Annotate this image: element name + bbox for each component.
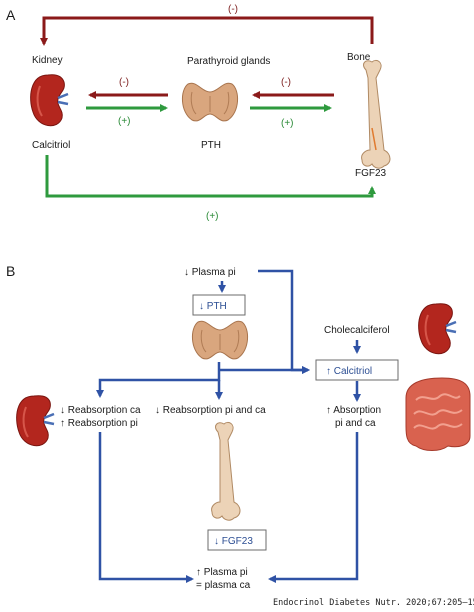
label-pth: PTH (201, 140, 221, 151)
fgf23-box: ↓ FGF23 (207, 529, 267, 551)
label-gut-effect-1: ↑ Absorption (326, 405, 381, 416)
calcitriol-box-label: ↑ Calcitriol (326, 366, 372, 377)
label-result-plasma-pi: ↑ Plasma pi (196, 567, 248, 578)
label-kidney: Kidney (32, 55, 63, 66)
label-parathyroid-glands: Parathyroid glands (187, 56, 270, 67)
bone-femur-icon-b (211, 421, 241, 521)
fgf23-box-label: ↓ FGF23 (214, 536, 253, 547)
label-bone: Bone (347, 52, 371, 63)
label-plasma-pi-low: ↓ Plasma pi (184, 267, 236, 278)
kidney-icon-b-left (16, 395, 55, 447)
sign-kidney-to-pth: (+) (118, 116, 131, 127)
label-gut-effect-2: pi and ca (335, 418, 376, 429)
parathyroid-glands-icon (182, 82, 238, 122)
parathyroid-glands-icon-b (192, 320, 248, 360)
arrow-pth-to-kidney-effects (96, 370, 221, 398)
label-bone-effect: ↓ Reabsorption pi and ca (155, 405, 266, 416)
sign-bone-to-pth: (-) (281, 77, 291, 88)
intestine-icon (405, 377, 471, 451)
sign-bottom-stimulate: (+) (206, 211, 219, 222)
sign-top-inhibit: (-) (228, 4, 238, 15)
sign-pth-to-bone: (+) (281, 118, 294, 129)
arrow-plasma-to-calcitriol (258, 269, 310, 374)
label-result-plasma-ca: = plasma ca (196, 580, 251, 591)
kidney-icon (30, 74, 69, 127)
citation: Endocrinol Diabetes Nutr. 2020;67:205–15 (273, 598, 474, 608)
arrow-gut-to-result (268, 432, 359, 583)
label-calcitriol: Calcitriol (32, 140, 70, 151)
panel-a-letter: A (6, 7, 16, 23)
sign-pth-to-kidney: (-) (119, 77, 129, 88)
arrow-calcitriol-to-fgf23 (45, 155, 376, 198)
kidney-icon-b-right (418, 303, 457, 355)
panel-b-letter: B (6, 263, 15, 279)
pth-box-label: ↓ PTH (199, 301, 227, 312)
label-kidney-effect-ca: ↓ Reabsorption ca (60, 405, 141, 416)
pth-box: ↓ PTH (192, 294, 246, 316)
arrow-bone-to-kidney-inhibit (40, 16, 374, 46)
arrow-kidney-to-result (98, 432, 194, 583)
label-cholecalciferol: Cholecalciferol (324, 325, 390, 336)
calcitriol-box: ↑ Calcitriol (315, 359, 399, 381)
label-fgf23: FGF23 (355, 168, 387, 179)
bone-femur-icon (361, 59, 391, 169)
label-kidney-effect-pi: ↑ Reabsorption pi (60, 418, 138, 429)
